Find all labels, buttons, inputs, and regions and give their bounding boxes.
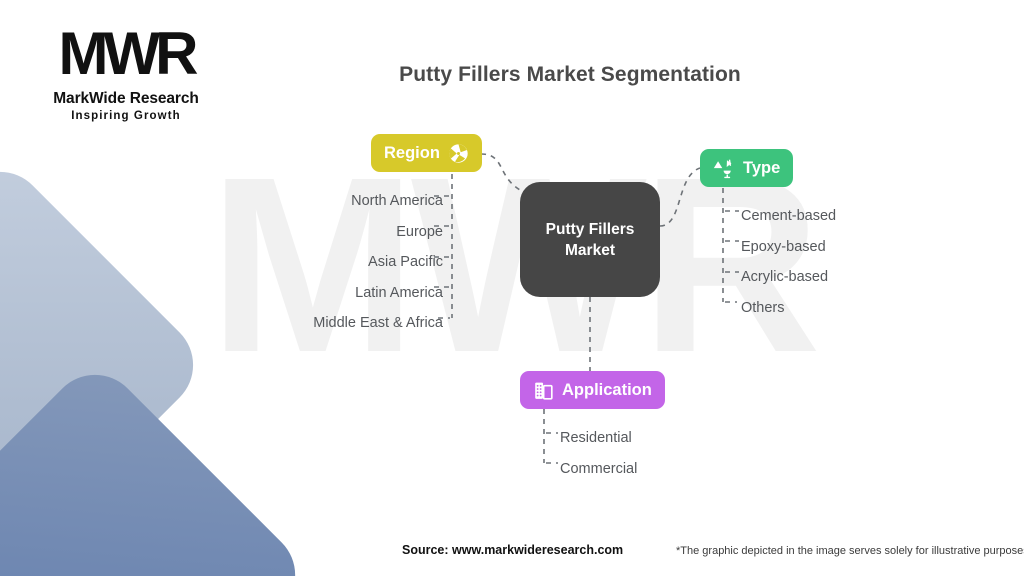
logo-company-name: MarkWide Research: [53, 90, 199, 107]
company-logo: MWR MarkWide Research Inspiring Growth: [28, 20, 224, 123]
leaf-item: Middle East & Africa: [313, 315, 443, 331]
page-title: Putty Fillers Market Segmentation: [399, 63, 741, 86]
leaf-list-region: North America Europe Asia Pacific Latin …: [180, 186, 443, 339]
building-icon: [533, 380, 554, 401]
center-node-label-line1: Putty Fillers: [545, 220, 635, 238]
leaf-item: Commercial: [560, 460, 638, 477]
leaf-item: Acrylic-based: [741, 269, 829, 285]
source-label: Source: www.markwideresearch.com: [402, 543, 624, 557]
disclaimer-text: *The graphic depicted in the image serve…: [676, 545, 1024, 557]
center-node-label-line2: Market: [565, 241, 615, 259]
leaf-list-application: Residential Commercial: [560, 423, 790, 484]
badge-label-application: Application: [562, 380, 652, 399]
logo-mark: MWR: [58, 20, 199, 87]
connector-center-to-type: [659, 167, 701, 227]
globe-icon: [448, 143, 469, 164]
branch-badge-type[interactable]: Type: [700, 149, 794, 187]
leaf-item: Others: [741, 299, 785, 316]
leaf-item: Asia Pacific: [368, 254, 443, 270]
branch-badge-application[interactable]: Application: [520, 371, 665, 409]
badge-label-type: Type: [743, 158, 781, 177]
leaf-item: Epoxy-based: [741, 238, 826, 255]
leaf-item: Cement-based: [741, 208, 837, 224]
leaf-item: Latin America: [355, 284, 443, 301]
leaf-item: Residential: [560, 430, 632, 446]
leaf-list-type: Cement-based Epoxy-based Acrylic-based O…: [741, 201, 991, 323]
center-node: Putty Fillers Market: [520, 182, 660, 297]
shapes-icon: [713, 158, 735, 179]
badge-label-region: Region: [384, 143, 440, 162]
logo-tagline: Inspiring Growth: [71, 110, 181, 122]
branch-badge-region[interactable]: Region: [371, 134, 482, 172]
decorative-square-dark: [0, 355, 315, 576]
leaf-item: North America: [351, 193, 443, 209]
leaf-item: Europe: [396, 223, 443, 240]
connector-region-to-center: [480, 153, 521, 191]
